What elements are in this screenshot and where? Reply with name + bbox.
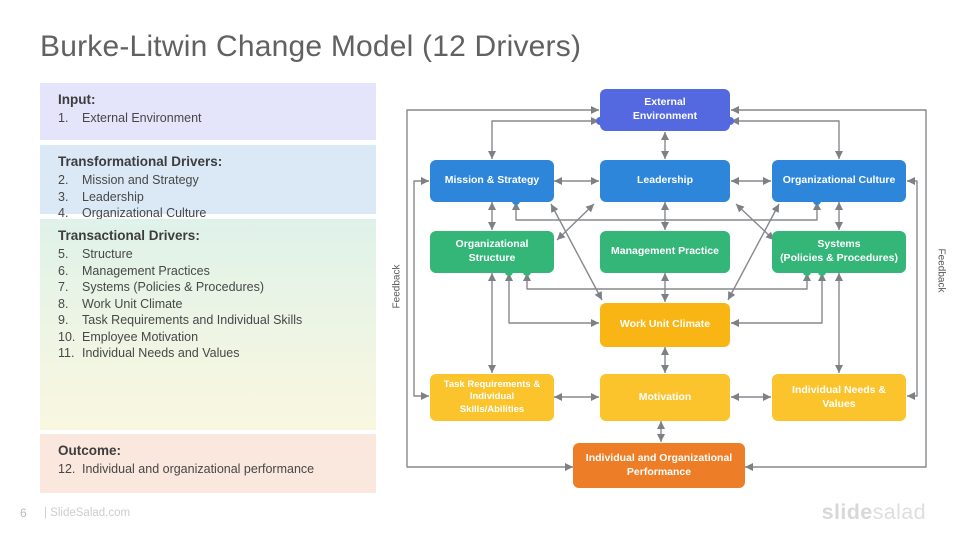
item-text: Individual Needs and Values <box>82 346 240 360</box>
feedback-label-right: Feedback <box>935 248 947 293</box>
item-text: Systems (Policies & Procedures) <box>82 280 265 294</box>
list-item: 11. Individual Needs and Values <box>58 345 366 362</box>
list-item: 10. Employee Motivation <box>58 329 366 346</box>
item-text: Employee Motivation <box>82 329 199 344</box>
list-item: 6. Management Practices <box>58 263 366 280</box>
item-number: 8. <box>58 296 69 311</box>
node-external-environment: External Environment <box>600 89 730 131</box>
legend-section-outcome: Outcome: 12. Individual and organization… <box>40 434 376 493</box>
item-number: 9. <box>58 313 69 327</box>
list-item: 5. Structure <box>58 246 366 263</box>
logo-text-light: salad <box>872 500 926 524</box>
item-text: Mission and Strategy <box>82 173 199 187</box>
node-organizational-culture: Organizational Culture <box>772 160 906 202</box>
legend-section-transactional: Transactional Drivers: 5. Structure 6. M… <box>40 219 376 430</box>
page-title: Burke-Litwin Change Model (12 Drivers) <box>40 30 582 63</box>
node-motivation: Motivation <box>600 374 730 421</box>
feedback-label-left: Feedback <box>391 264 403 309</box>
item-text: External Environment <box>82 111 202 125</box>
node-leadership: Leadership <box>600 160 730 202</box>
node-mission-strategy: Mission & Strategy <box>430 160 554 202</box>
item-number: 5. <box>58 247 69 261</box>
list-item: 9. Task Requirements and Individual Skil… <box>58 312 366 329</box>
item-number: 7. <box>58 280 69 294</box>
item-number: 3. <box>58 189 69 204</box>
item-number: 2. <box>58 173 69 187</box>
list-item: 4. Organizational Culture <box>58 205 366 222</box>
legend-section-input: Input: 1. External Environment <box>40 83 376 140</box>
item-text: Task Requirements and Individual Skills <box>82 313 303 327</box>
footer-site-text: | SlideSalad.com <box>44 507 131 519</box>
node-management-practice: Management Practice <box>600 231 730 273</box>
legend-section-title: Input: <box>58 92 96 107</box>
item-text: Management Practices <box>82 263 210 278</box>
slidesalad-logo: slidesalad <box>822 500 926 525</box>
node-organizational-structure: Organizational Structure <box>430 231 554 273</box>
list-item: 12. Individual and organizational perfor… <box>58 461 366 478</box>
logo-text-bold: slide <box>821 500 873 524</box>
node-work-unit-climate: Work Unit Climate <box>600 303 730 347</box>
item-text: Leadership <box>82 189 144 204</box>
legend-section-transformational: Transformational Drivers: 2. Mission and… <box>40 145 376 220</box>
item-text: Work Unit Climate <box>82 296 183 311</box>
item-number: 1. <box>58 111 69 125</box>
item-text: Structure <box>82 247 133 261</box>
item-text: Organizational Culture <box>82 206 207 220</box>
node-individual-needs-values: Individual Needs & Values <box>772 374 906 421</box>
legend-section-title: Outcome: <box>58 443 122 458</box>
legend-section-title: Transactional Drivers: <box>58 228 200 243</box>
node-performance: Individual and Organizational Performanc… <box>573 443 745 488</box>
list-item: 3. Leadership <box>58 189 366 206</box>
item-number: 6. <box>58 263 69 278</box>
item-number: 4. <box>58 206 69 220</box>
item-number: 12. <box>58 462 76 476</box>
list-item: 1. External Environment <box>58 110 366 127</box>
legend-section-title: Transformational Drivers: <box>58 154 223 169</box>
list-item: 7. Systems (Policies & Procedures) <box>58 279 366 296</box>
list-item: 2. Mission and Strategy <box>58 172 366 189</box>
node-systems: Systems (Policies & Procedures) <box>772 231 906 273</box>
list-item: 8. Work Unit Climate <box>58 296 366 313</box>
node-task-requirements: Task Requirements & Individual Skills/Ab… <box>430 374 554 421</box>
page-number: 6 <box>20 506 27 520</box>
item-number: 11. <box>58 346 75 360</box>
item-number: 10. <box>58 329 76 344</box>
item-text: Individual and organizational performanc… <box>82 462 315 476</box>
